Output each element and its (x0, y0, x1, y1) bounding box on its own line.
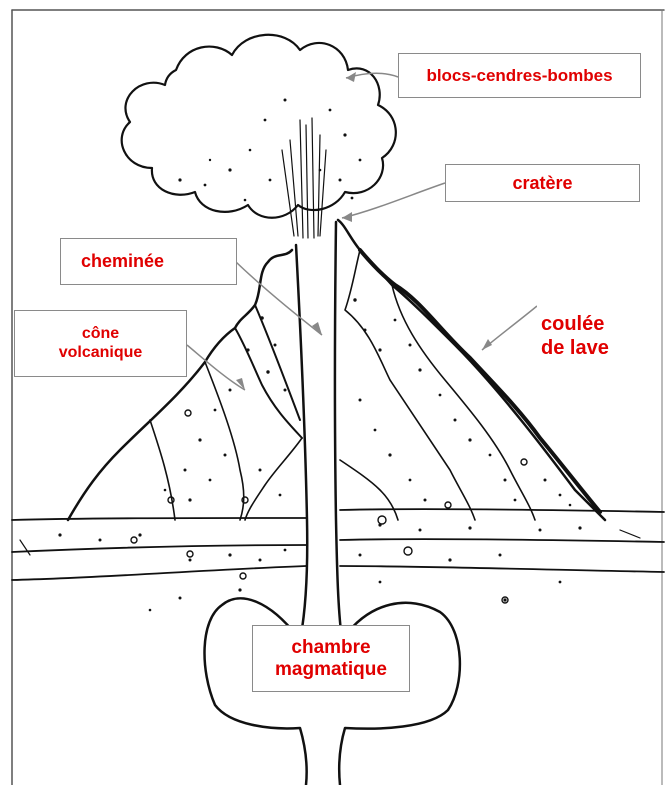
chimney-left-wall (296, 245, 307, 640)
ground-line-top-left (12, 518, 306, 520)
label-blocs-text: blocs-cendres-bombes (426, 66, 612, 86)
ground-line-mid-right (340, 539, 664, 542)
ash-streaks (282, 118, 326, 238)
cone-layer-right-3 (340, 460, 398, 520)
leader-cheminee (236, 262, 322, 335)
cone-layer-left-4 (150, 420, 175, 520)
ground-line-low-left (12, 566, 306, 580)
label-chambre-magmatique: chambre magmatique (252, 625, 410, 692)
eruption-cloud (122, 35, 396, 218)
ground-line-low-right (340, 566, 664, 572)
volcano-right-flank (338, 220, 605, 520)
label-chambre-text: chambre magmatique (275, 637, 387, 681)
ground-line-mid-left (12, 545, 306, 552)
leader-lines (187, 73, 537, 390)
label-cone-volcanique: cône volcanique (14, 310, 187, 377)
volcano-left-flank (68, 250, 292, 520)
leader-cone (187, 345, 245, 390)
cone-layer-left-2 (235, 328, 302, 438)
rock-fragments (131, 410, 527, 603)
label-blocs-cendres-bombes: blocs-cendres-bombes (398, 53, 641, 98)
label-cratere-text: cratère (512, 173, 572, 194)
leader-cratere (342, 183, 445, 218)
label-cratere: cratère (445, 164, 640, 202)
cone-layer-left-1 (255, 305, 300, 420)
ground-line-top-right (340, 509, 664, 512)
cone-layer-left-5 (245, 438, 302, 520)
label-coulee-text: coulée de lave (541, 313, 609, 359)
label-cheminee-text: cheminée (81, 251, 164, 272)
label-cone-text: cône volcanique (59, 325, 143, 362)
label-cheminee: cheminée (60, 238, 237, 285)
chimney-right-wall (335, 222, 342, 640)
label-coulee-de-lave: coulée de lave (537, 286, 655, 362)
